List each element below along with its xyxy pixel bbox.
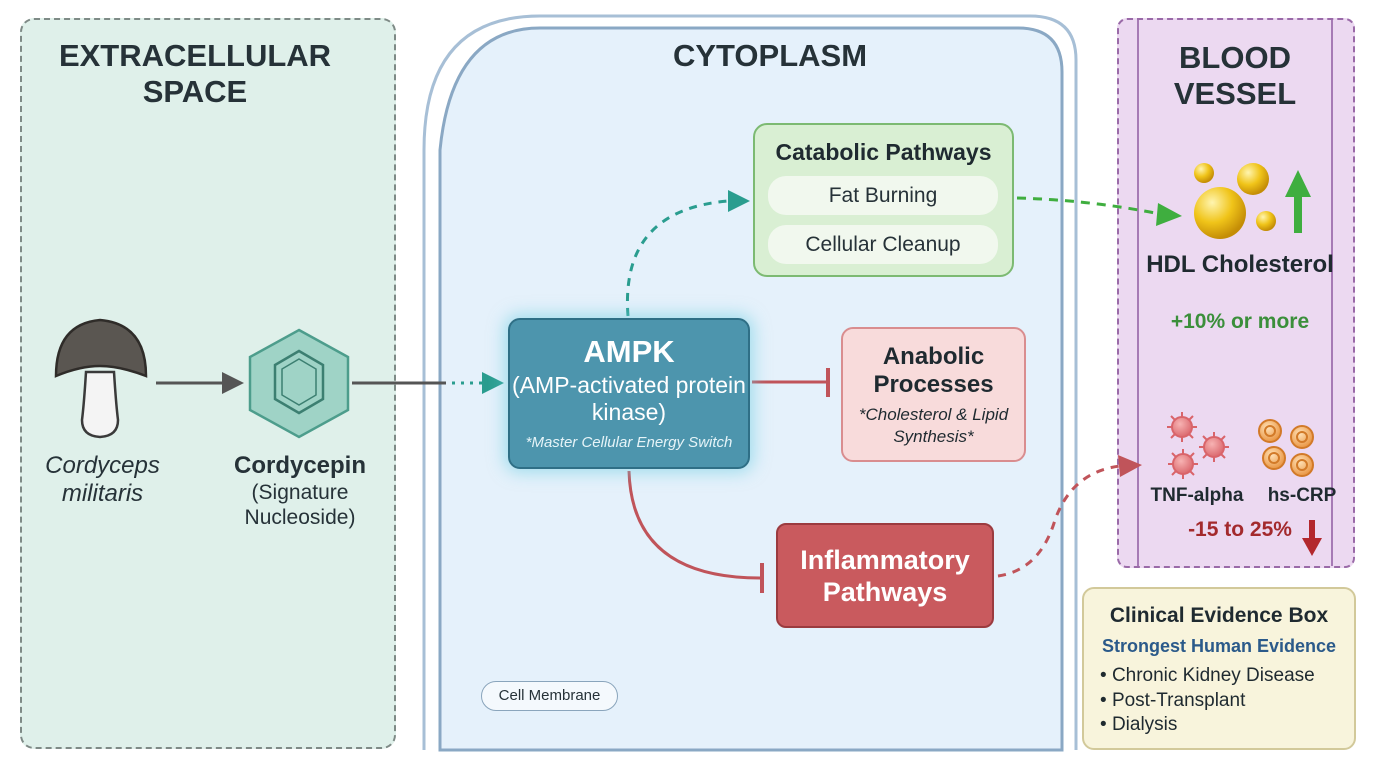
hdl-change-label: +10% or more: [1170, 310, 1310, 333]
cytoplasm-title: CYTOPLASM: [672, 38, 868, 73]
arrow-ampk-to-catabolic: [625, 199, 729, 317]
arrow-catabolic-to-hdl: [1016, 196, 1161, 216]
clinical-evidence-subtitle: Strongest Human Evidence: [1101, 636, 1337, 656]
blood-vessel-title: BLOOD VESSEL: [1173, 40, 1297, 111]
inflammatory-pathways-box: [776, 523, 994, 628]
extracellular-space-title: EXTRACELLULAR SPACE: [58, 38, 332, 109]
evidence-item-ckd: Chronic Kidney Disease: [1100, 664, 1350, 689]
inhibit-ampk-to-inflammatory: [627, 470, 761, 580]
ampk-note: *Master Cellular Energy Switch: [525, 434, 733, 451]
fat-burning-item: Fat Burning: [768, 176, 998, 215]
clinical-evidence-list: Chronic Kidney Disease Post-Transplant D…: [1100, 664, 1350, 738]
cordycepin-note: (Signature Nucleoside): [244, 481, 356, 529]
tnf-alpha-icon: [1167, 412, 1229, 479]
blood-vessel-wall-right: [1331, 20, 1333, 566]
arrowhead-hdl: [1156, 203, 1182, 226]
anabolic-processes-note: *Cholesterol & Lipid Synthesis*: [858, 405, 1009, 446]
blood-vessel-region: [1117, 18, 1355, 568]
cellular-cleanup-item: Cellular Cleanup: [768, 225, 998, 264]
cell-membrane-inner: [422, 14, 1078, 750]
hdl-particles-icon: [1194, 163, 1276, 239]
decrease-arrow-icon: [1302, 520, 1322, 556]
ampk-box: [508, 318, 750, 469]
evidence-item-post-transplant: Post-Transplant: [1100, 689, 1350, 714]
mushroom-icon: [54, 318, 148, 439]
ampk-subtitle: (AMP-activated protein kinase): [512, 372, 746, 425]
tnf-alpha-label: TNF-alpha: [1150, 485, 1244, 506]
hdl-cholesterol-label: HDL Cholesterol: [1146, 251, 1334, 278]
arrowhead-cordycepin: [222, 372, 244, 394]
inflammatory-pathways-title: Inflammatory Pathways: [800, 545, 970, 607]
cordycepin-label: Cordycepin: [233, 452, 367, 479]
cordycepin-molecule-icon: [248, 328, 350, 439]
ampk-title: AMPK: [583, 334, 675, 369]
marker-change-label: -15 to 25%: [1188, 518, 1292, 541]
catabolic-pathways-title: Catabolic Pathways: [775, 139, 992, 165]
arrowhead-ampk: [482, 372, 504, 394]
arrowhead-markers: [1118, 455, 1142, 477]
anabolic-processes-box: [841, 327, 1026, 462]
clinical-evidence-title: Clinical Evidence Box: [1109, 604, 1329, 627]
hs-crp-label: hs-CRP: [1267, 485, 1337, 506]
anabolic-processes-title: Anabolic Processes: [873, 343, 994, 398]
increase-arrow-icon: [1285, 170, 1311, 233]
hs-crp-icon: [1258, 419, 1314, 477]
arrowhead-catabolic: [728, 190, 750, 212]
cell-membrane-label: Cell Membrane: [481, 681, 618, 711]
organism-label: Cordyceps militaris: [45, 452, 160, 507]
evidence-item-dialysis: Dialysis: [1100, 713, 1350, 738]
blood-vessel-wall-left: [1137, 20, 1139, 566]
